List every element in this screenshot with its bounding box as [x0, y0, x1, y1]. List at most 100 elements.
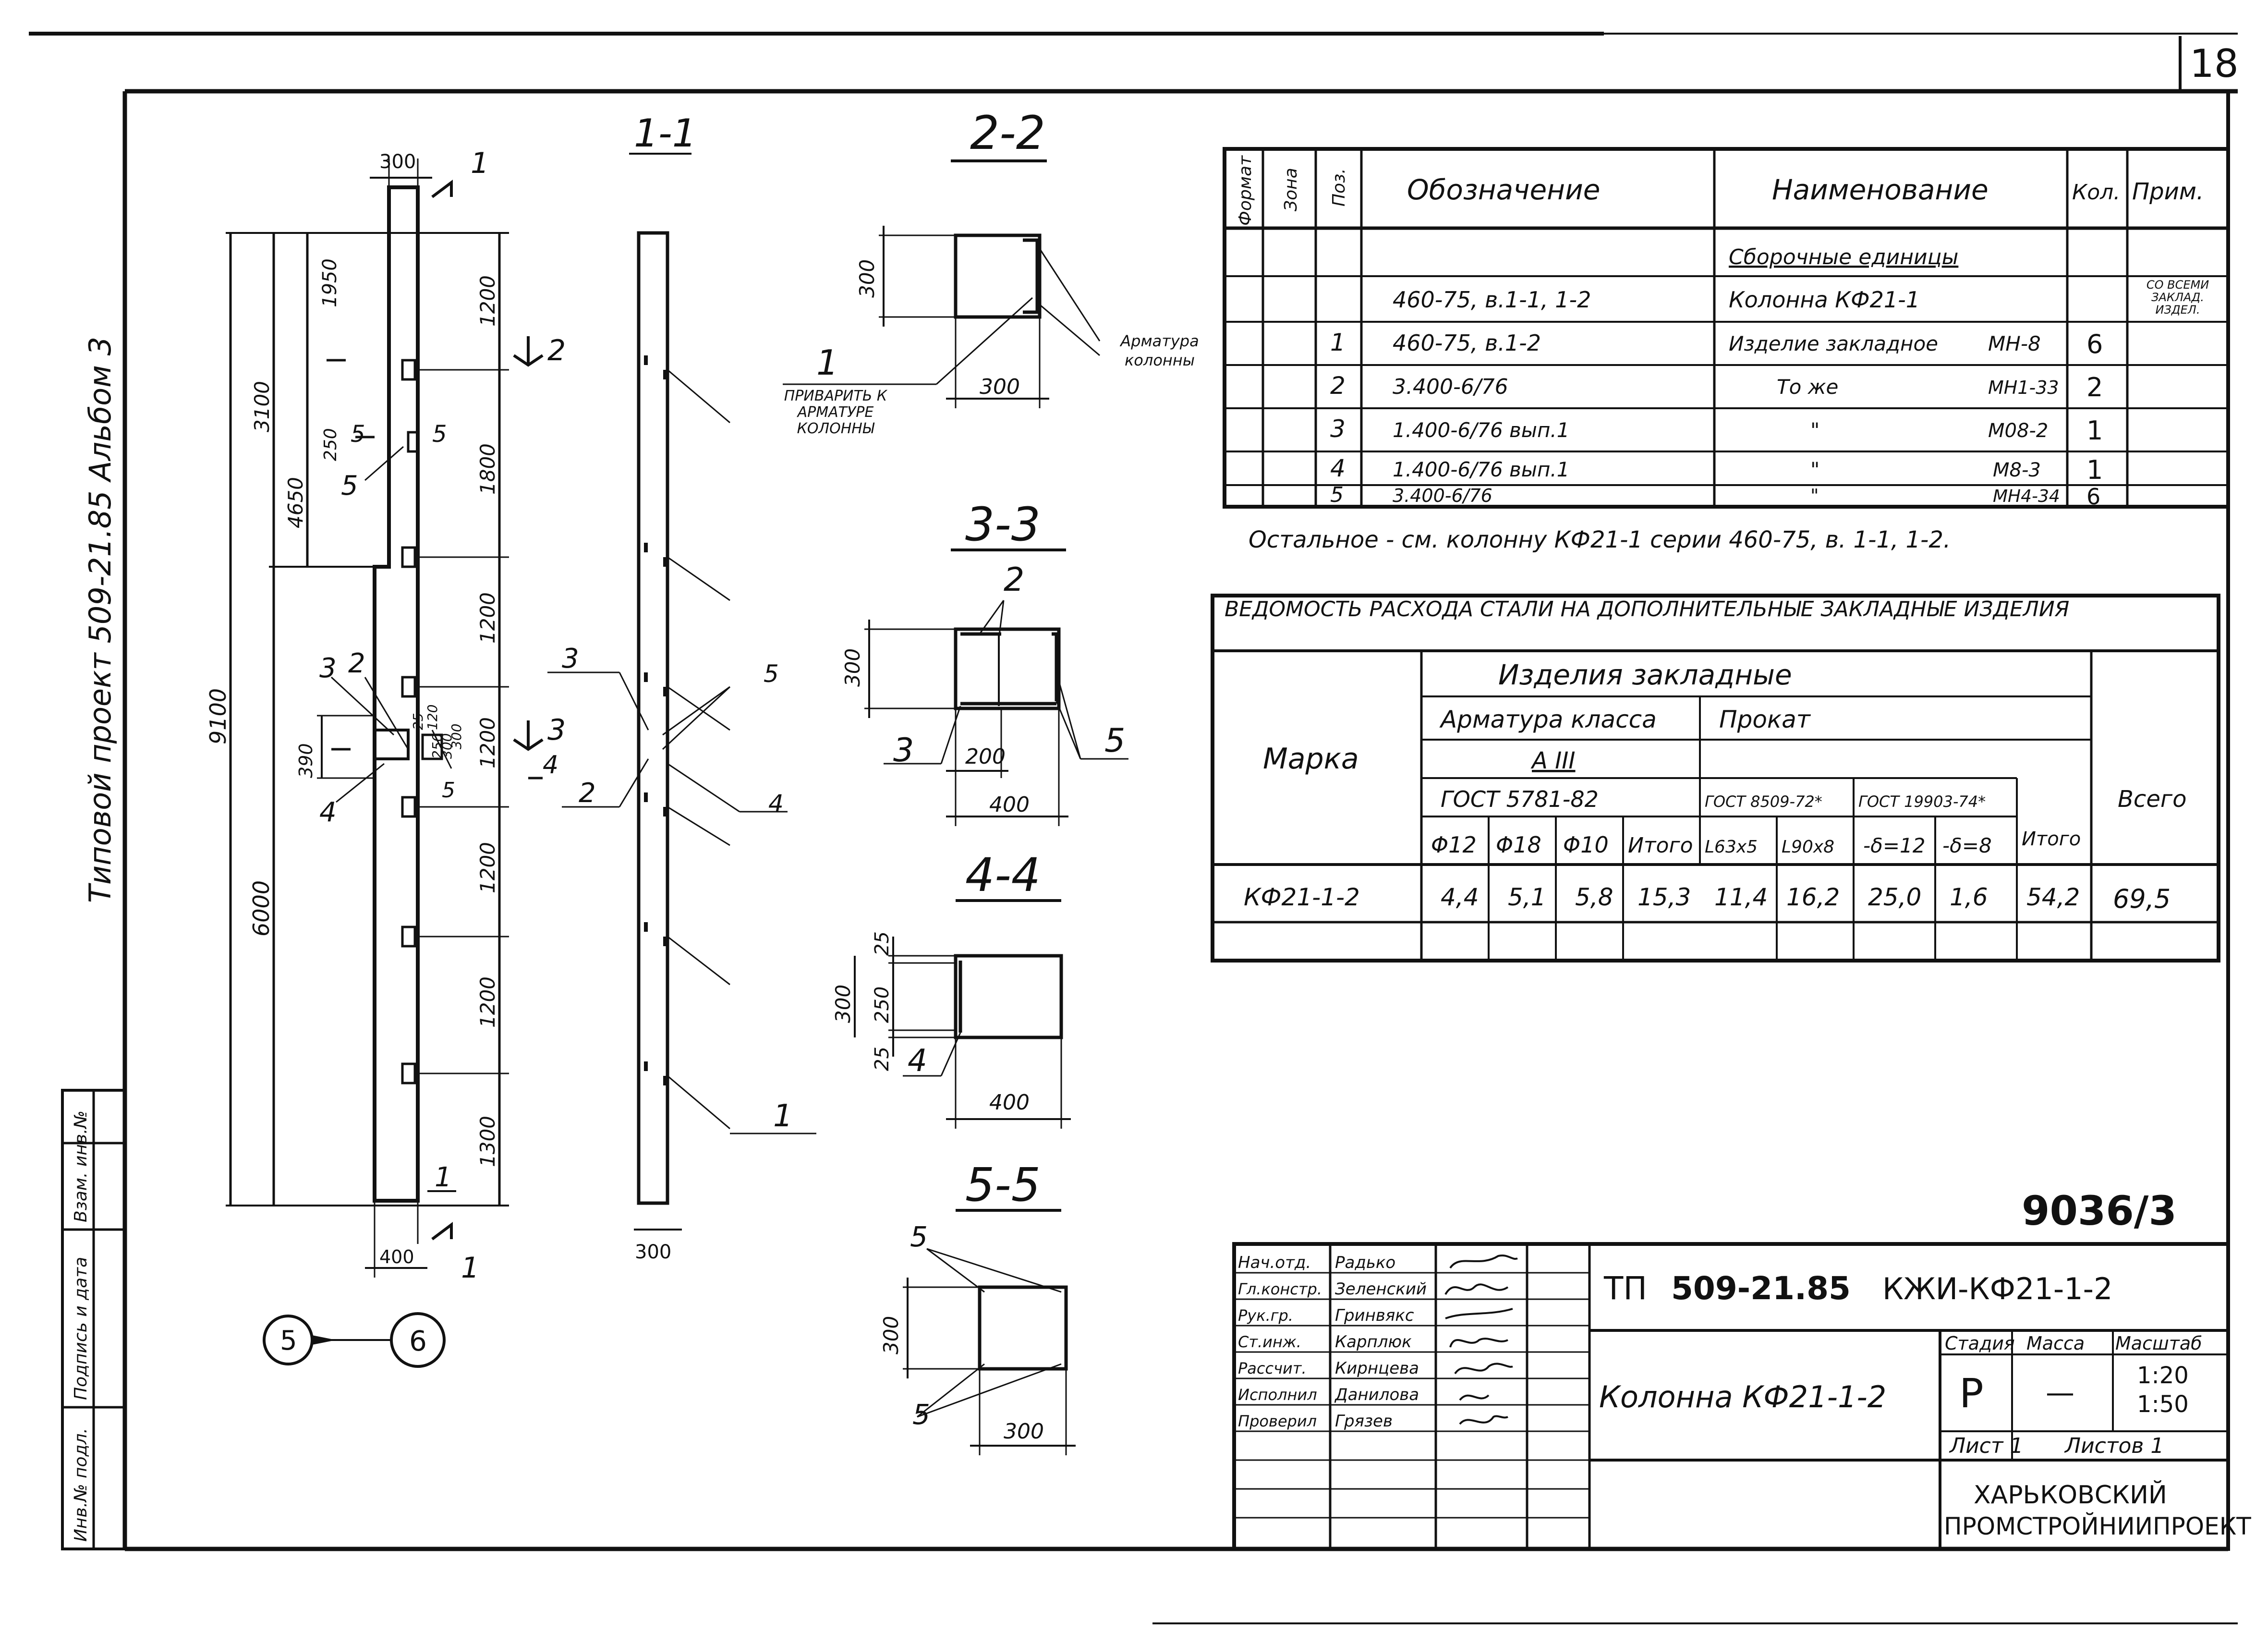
dim-390: 390	[295, 743, 316, 778]
steel-val-f12: 4,4	[1441, 883, 1479, 911]
spec-r4-code: 1.400-6/76 вып.1	[1393, 458, 1570, 481]
tb-scale-1: 1:20	[2137, 1362, 2189, 1389]
spec-r4-qty: 1	[2086, 455, 2103, 485]
left-strip: Инв.№ подл. Подпись и дата Взам. инв.№	[61, 1089, 126, 1550]
section-2-2: 2-2 300 300 1 приварить к арматуре колон…	[783, 106, 1199, 437]
dim-1200-c: 1200	[476, 717, 499, 768]
s33-inner-dim: 200	[965, 744, 1006, 769]
steel-sub-d8: -δ=8	[1942, 834, 1992, 857]
steel-sub-f10: Φ10	[1563, 832, 1609, 858]
s22-rebar-label: Арматура колонны	[1120, 332, 1199, 369]
tb-role-0: Нач.отд.	[1238, 1253, 1311, 1272]
steel-h-rolled: Прокат	[1719, 706, 1811, 733]
mark-6: 6	[409, 1325, 427, 1357]
dim-1200-a: 1200	[476, 275, 499, 327]
s11-callout-2: 2	[579, 778, 596, 809]
steel-sub-d12: -δ=12	[1863, 834, 1926, 857]
callout-4: 4	[319, 797, 337, 828]
tb-name-4: Кирнцева	[1335, 1359, 1419, 1378]
section-1-1-title: 1-1	[634, 111, 697, 156]
spec-table: Формат Зона Поз. Обозначение Наименовани…	[1223, 147, 2230, 553]
side-label: Типовой проект 509-21.85 Альбом 3	[83, 337, 118, 903]
s22-h-dim: 300	[855, 259, 879, 298]
dim-1800: 1800	[476, 443, 499, 495]
section-1-1: 1-1 300 3 5 2 4 1	[547, 111, 816, 1263]
steel-val-l63: 11,4	[1714, 883, 1768, 911]
strip-replace-label: Взам. инв.№	[71, 1110, 91, 1222]
dim-1950: 1950	[319, 258, 341, 307]
dim-1200-b: 1200	[476, 592, 499, 644]
section-2-2-title: 2-2	[970, 106, 1045, 160]
callout-1: 1	[435, 1162, 452, 1193]
steel-h-rebar: Арматура класса	[1439, 706, 1657, 733]
s55-callout-5-bottom: 5	[912, 1398, 930, 1431]
tb-mass: —	[2046, 1376, 2074, 1410]
cut-mark-1-top: 1	[471, 146, 489, 180]
tb-h-mass: Масса	[2026, 1333, 2085, 1354]
steel-sub-l63: L63x5	[1705, 837, 1758, 857]
spec-h-zone: Зона	[1281, 168, 1301, 211]
spec-r0-code: 460-75, в.1-1, 1-2	[1393, 287, 1591, 313]
dim-6000: 6000	[248, 880, 274, 937]
dim-bottom-400: 400	[379, 1246, 414, 1267]
steel-h-gost-a: ГОСТ 8509-72*	[1705, 792, 1822, 811]
dim-9100: 9100	[205, 688, 231, 744]
tb-name-6: Грязев	[1335, 1412, 1393, 1431]
dim-small-250: 250	[429, 733, 445, 759]
steel-val-f18: 5,1	[1508, 883, 1546, 911]
spec-r1-pos: 1	[1330, 329, 1346, 356]
cut-mark-4: 4	[543, 751, 558, 780]
s44-w-dim: 400	[989, 1090, 1030, 1115]
tb-sheet: Лист 1	[1949, 1434, 2023, 1458]
s55-w-dim: 300	[1004, 1419, 1044, 1444]
spec-r2-mark: МН1-33	[1988, 377, 2059, 398]
tb-role-3: Ст.инж.	[1238, 1333, 1301, 1351]
steel-h-total: Всего	[2118, 786, 2186, 813]
tb-stage: Р	[1959, 1370, 1984, 1417]
spec-h-qty: Кол.	[2072, 180, 2120, 205]
s22-callout-1: 1	[816, 342, 838, 383]
title-block: Нач.отд. Гл.констр. Рук.гр. Ст.инж. Расс…	[1232, 1242, 2251, 1551]
signatures	[1444, 1254, 1518, 1425]
spec-r2-name: То же	[1777, 375, 1838, 399]
spec-r1-code: 460-75, в.1-2	[1393, 330, 1541, 356]
steel-val-itogo-rebar: 15,3	[1637, 883, 1691, 911]
callout-5: 5	[341, 470, 358, 501]
steel-val-l90: 16,2	[1786, 883, 1840, 911]
dim-1200-d: 1200	[476, 842, 499, 893]
dim-4650: 4650	[284, 477, 307, 528]
strip-sign-label: Подпись и дата	[71, 1257, 91, 1400]
spec-group: Сборочные единицы	[1729, 245, 1958, 269]
s11-callout-3: 3	[562, 643, 579, 674]
steel-sub-itogo-rebar: Итого	[1628, 833, 1693, 858]
dim-small-300-b: 300	[449, 724, 464, 749]
s11-callout-5: 5	[764, 660, 779, 688]
steel-val-total: 69,5	[2113, 884, 2171, 914]
cut-mark-5-a: 5	[351, 421, 365, 448]
spec-h-format: Формат	[1236, 155, 1255, 226]
tb-h-stage: Стадия	[1945, 1333, 2015, 1354]
section-4-4-title: 4-4	[965, 848, 1041, 902]
spec-r0-name: Колонна КФ21-1	[1729, 287, 1920, 313]
spec-r3-mark: М08-2	[1988, 420, 2048, 442]
tb-role-2: Рук.гр.	[1238, 1306, 1293, 1325]
spec-r4-pos: 4	[1330, 454, 1346, 482]
spec-h-note: Прим.	[2132, 178, 2204, 205]
spec-r1-name: Изделие закладное	[1729, 332, 1938, 355]
tb-code-num: 509-21.85	[1671, 1270, 1851, 1307]
dim-1300: 1300	[476, 1116, 499, 1167]
section-5-5-title: 5-5	[965, 1158, 1041, 1212]
steel-sub-f18: Φ18	[1496, 832, 1541, 858]
spec-h-designation: Обозначение	[1407, 173, 1600, 206]
steel-h-gost-rebar: ГОСТ 5781-82	[1441, 786, 1599, 812]
tb-role-6: Проверил	[1238, 1412, 1317, 1430]
s33-callout-3: 3	[893, 731, 914, 769]
s33-h-dim: 300	[841, 648, 864, 687]
tb-name-2: Гринвякс	[1335, 1306, 1414, 1325]
callout-3: 3	[319, 653, 337, 684]
s44-callout-4: 4	[908, 1043, 927, 1079]
tb-scale-2: 1:50	[2137, 1391, 2189, 1418]
spec-r4-name: "	[1810, 458, 1819, 481]
spec-r0-note: со всеми заклад. издел.	[2146, 279, 2209, 317]
section-3-3-title: 3-3	[965, 498, 1041, 551]
